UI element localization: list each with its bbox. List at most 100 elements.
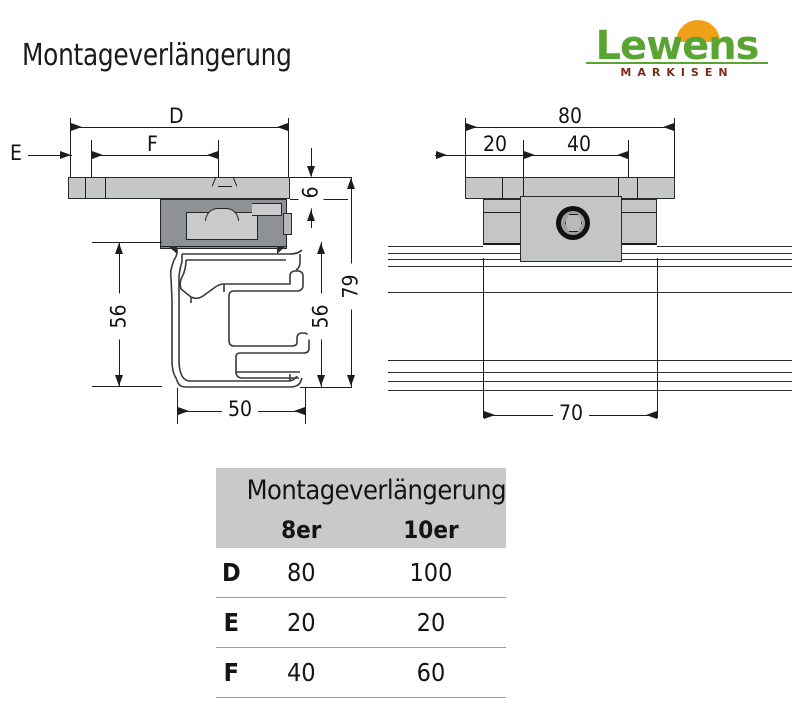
- table-row: F 40 60: [216, 647, 506, 698]
- arrow-70-left: [484, 411, 495, 419]
- ext-line-80-left: [465, 118, 466, 184]
- dim-label-e: E: [10, 141, 22, 165]
- brand-name: Lewens: [595, 23, 760, 69]
- page-title: Montageverlängerung: [22, 38, 292, 73]
- profile-line-5: [388, 292, 792, 293]
- profile-corner-left: [168, 246, 177, 254]
- dim-label-70: 70: [553, 403, 590, 424]
- profile-line-6: [388, 360, 792, 361]
- profile-line-7: [388, 372, 792, 373]
- ext-line-56l-top: [92, 242, 162, 243]
- dim-line-80: [465, 127, 675, 128]
- arrow-56r-down: [317, 375, 325, 386]
- cell-e-8er: 20: [246, 597, 356, 648]
- dim-line-40: [523, 155, 629, 156]
- profile-line-2: [388, 253, 520, 254]
- arrow-d-left: [71, 123, 82, 131]
- arrow-d-right: [277, 123, 288, 131]
- arrow-50-right: [294, 407, 305, 415]
- block-left-base: [484, 243, 542, 245]
- profile-line-3: [388, 259, 520, 260]
- ext-line-50-right: [305, 388, 306, 424]
- cell-f-8er: 40: [246, 647, 356, 698]
- dim-label-d: D: [163, 106, 190, 127]
- dim-line-e: [28, 155, 72, 156]
- profile-line-1: [388, 246, 483, 247]
- front-elevation-view: 80 20 40 70: [380, 0, 800, 440]
- dim-label-50: 50: [222, 399, 259, 420]
- profile-corner-right: [277, 246, 286, 254]
- arrow-80-right: [663, 123, 674, 131]
- arrow-80-left: [466, 123, 477, 131]
- dim-label-40: 40: [562, 134, 597, 155]
- ext-line-79-top: [290, 177, 352, 178]
- arrow-40-left: [524, 151, 535, 159]
- table-header-columns-row: 8er 10er: [216, 512, 506, 548]
- arrow-50-left: [178, 407, 189, 415]
- arrow-f-right: [207, 151, 218, 159]
- row-label-d: D: [216, 548, 247, 598]
- plate-div-2: [105, 178, 106, 198]
- block-right-seam: [598, 212, 656, 213]
- block-left-seam: [484, 212, 542, 213]
- brand-logo: Lewens MARKISEN: [572, 12, 782, 79]
- ext-line-d-right: [288, 118, 289, 184]
- brand-divider: [586, 62, 768, 64]
- ext-line-80-right: [674, 118, 675, 184]
- plate-notch-base: [218, 186, 232, 187]
- ext-line-f-left: [91, 140, 92, 184]
- profile-line-4: [388, 266, 792, 267]
- arrow-6-bottom: [307, 210, 315, 221]
- ext-line-50-left: [177, 388, 178, 424]
- arrow-6-top: [307, 166, 315, 177]
- front-plate-div-2: [523, 178, 524, 198]
- block-right-base: [598, 243, 656, 245]
- dim-label-20: 20: [478, 134, 513, 155]
- row-label-f: F: [216, 647, 247, 698]
- bracket-side-tab: [283, 213, 292, 235]
- arrow-20-left: [436, 151, 447, 159]
- front-plate-div-3: [618, 178, 619, 198]
- hex-bolt-icon: [556, 206, 590, 240]
- profile-line-3b: [622, 259, 792, 260]
- arrow-56r-up: [317, 243, 325, 254]
- ext-line-20-right: [523, 140, 524, 184]
- table-header-corner-2: [216, 512, 247, 548]
- dim-line-20: [435, 155, 525, 156]
- profile-line-2b: [622, 253, 792, 254]
- cell-f-10er: 60: [355, 647, 506, 698]
- arrow-79-up: [347, 178, 355, 189]
- arrow-e: [60, 151, 71, 159]
- ext-line-79-bottom: [300, 387, 352, 388]
- cell-d-8er: 80: [246, 548, 356, 598]
- dim-label-f: F: [141, 134, 164, 155]
- bracket-lower-edge: [161, 246, 287, 247]
- profile-line-8: [388, 381, 792, 382]
- spec-table: Montageverlängerung 8er 10er D 80 100 E …: [216, 468, 507, 698]
- ext-line-f-right: [218, 140, 219, 184]
- ext-line-56l-bottom: [92, 386, 162, 387]
- dim-line-d: [70, 127, 289, 128]
- dim-label-56-right: 56: [307, 293, 335, 340]
- front-plate-div-1: [502, 178, 503, 198]
- arrow-70-right: [646, 411, 657, 419]
- ext-line-70-right: [657, 258, 658, 418]
- dim-label-79: 79: [337, 263, 365, 310]
- column-header-8er: 8er: [246, 512, 356, 548]
- row-label-e: E: [216, 597, 247, 648]
- ext-line-70-left: [483, 258, 484, 418]
- arrow-40-right: [617, 151, 628, 159]
- table-row: D 80 100: [216, 548, 506, 598]
- ext-line-40-right: [628, 140, 629, 184]
- profile-line-1b: [657, 246, 792, 247]
- table-header-title-row: Montageverlängerung: [216, 468, 507, 512]
- dim-line-f: [91, 155, 219, 156]
- dim-label-6: 6: [298, 176, 324, 209]
- table-header-corner: [216, 468, 247, 512]
- column-header-10er: 10er: [355, 512, 506, 548]
- profile-line-9: [388, 390, 792, 391]
- sun-arc-icon: [676, 20, 720, 42]
- dim-label-56-left: 56: [105, 293, 133, 340]
- profile-cross-section: [169, 249, 310, 388]
- arrow-79-down: [347, 375, 355, 386]
